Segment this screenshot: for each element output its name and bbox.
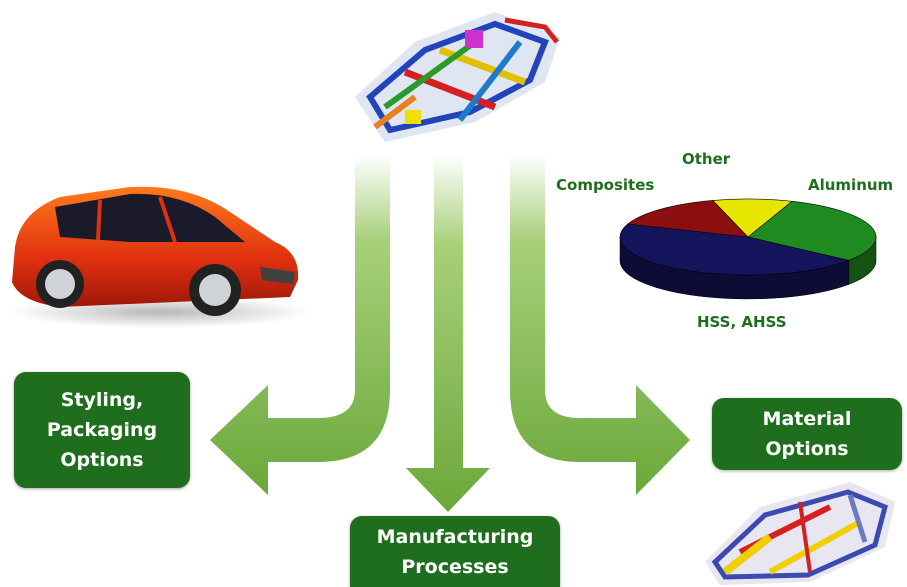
material-options-box: Material Options: [712, 398, 902, 470]
bottom-frame-icon: [705, 482, 895, 585]
pie-label-aluminum: Aluminum: [808, 176, 894, 194]
pie-slice-composites: [627, 200, 749, 238]
pie-slice-hss-ahss: [619, 223, 850, 276]
car-icon: [10, 186, 310, 328]
top-frame-icon: [355, 12, 560, 142]
pie-slice-aluminum: [747, 200, 877, 261]
pie-label-composites: Composites: [556, 176, 655, 194]
arrow-to-material: [510, 155, 690, 495]
arrow-to-manufacturing: [406, 155, 490, 512]
arrow-to-styling: [210, 155, 390, 495]
pie-label-other: Other: [682, 150, 731, 168]
styling-packaging-box: Styling, Packaging Options: [14, 372, 190, 488]
materials-pie-chart: [619, 198, 877, 300]
manufacturing-processes-box: Manufacturing Processes: [350, 516, 560, 587]
pie-slice-other: [712, 198, 793, 238]
pie-label-hss-ahss: HSS, AHSS: [697, 313, 787, 331]
